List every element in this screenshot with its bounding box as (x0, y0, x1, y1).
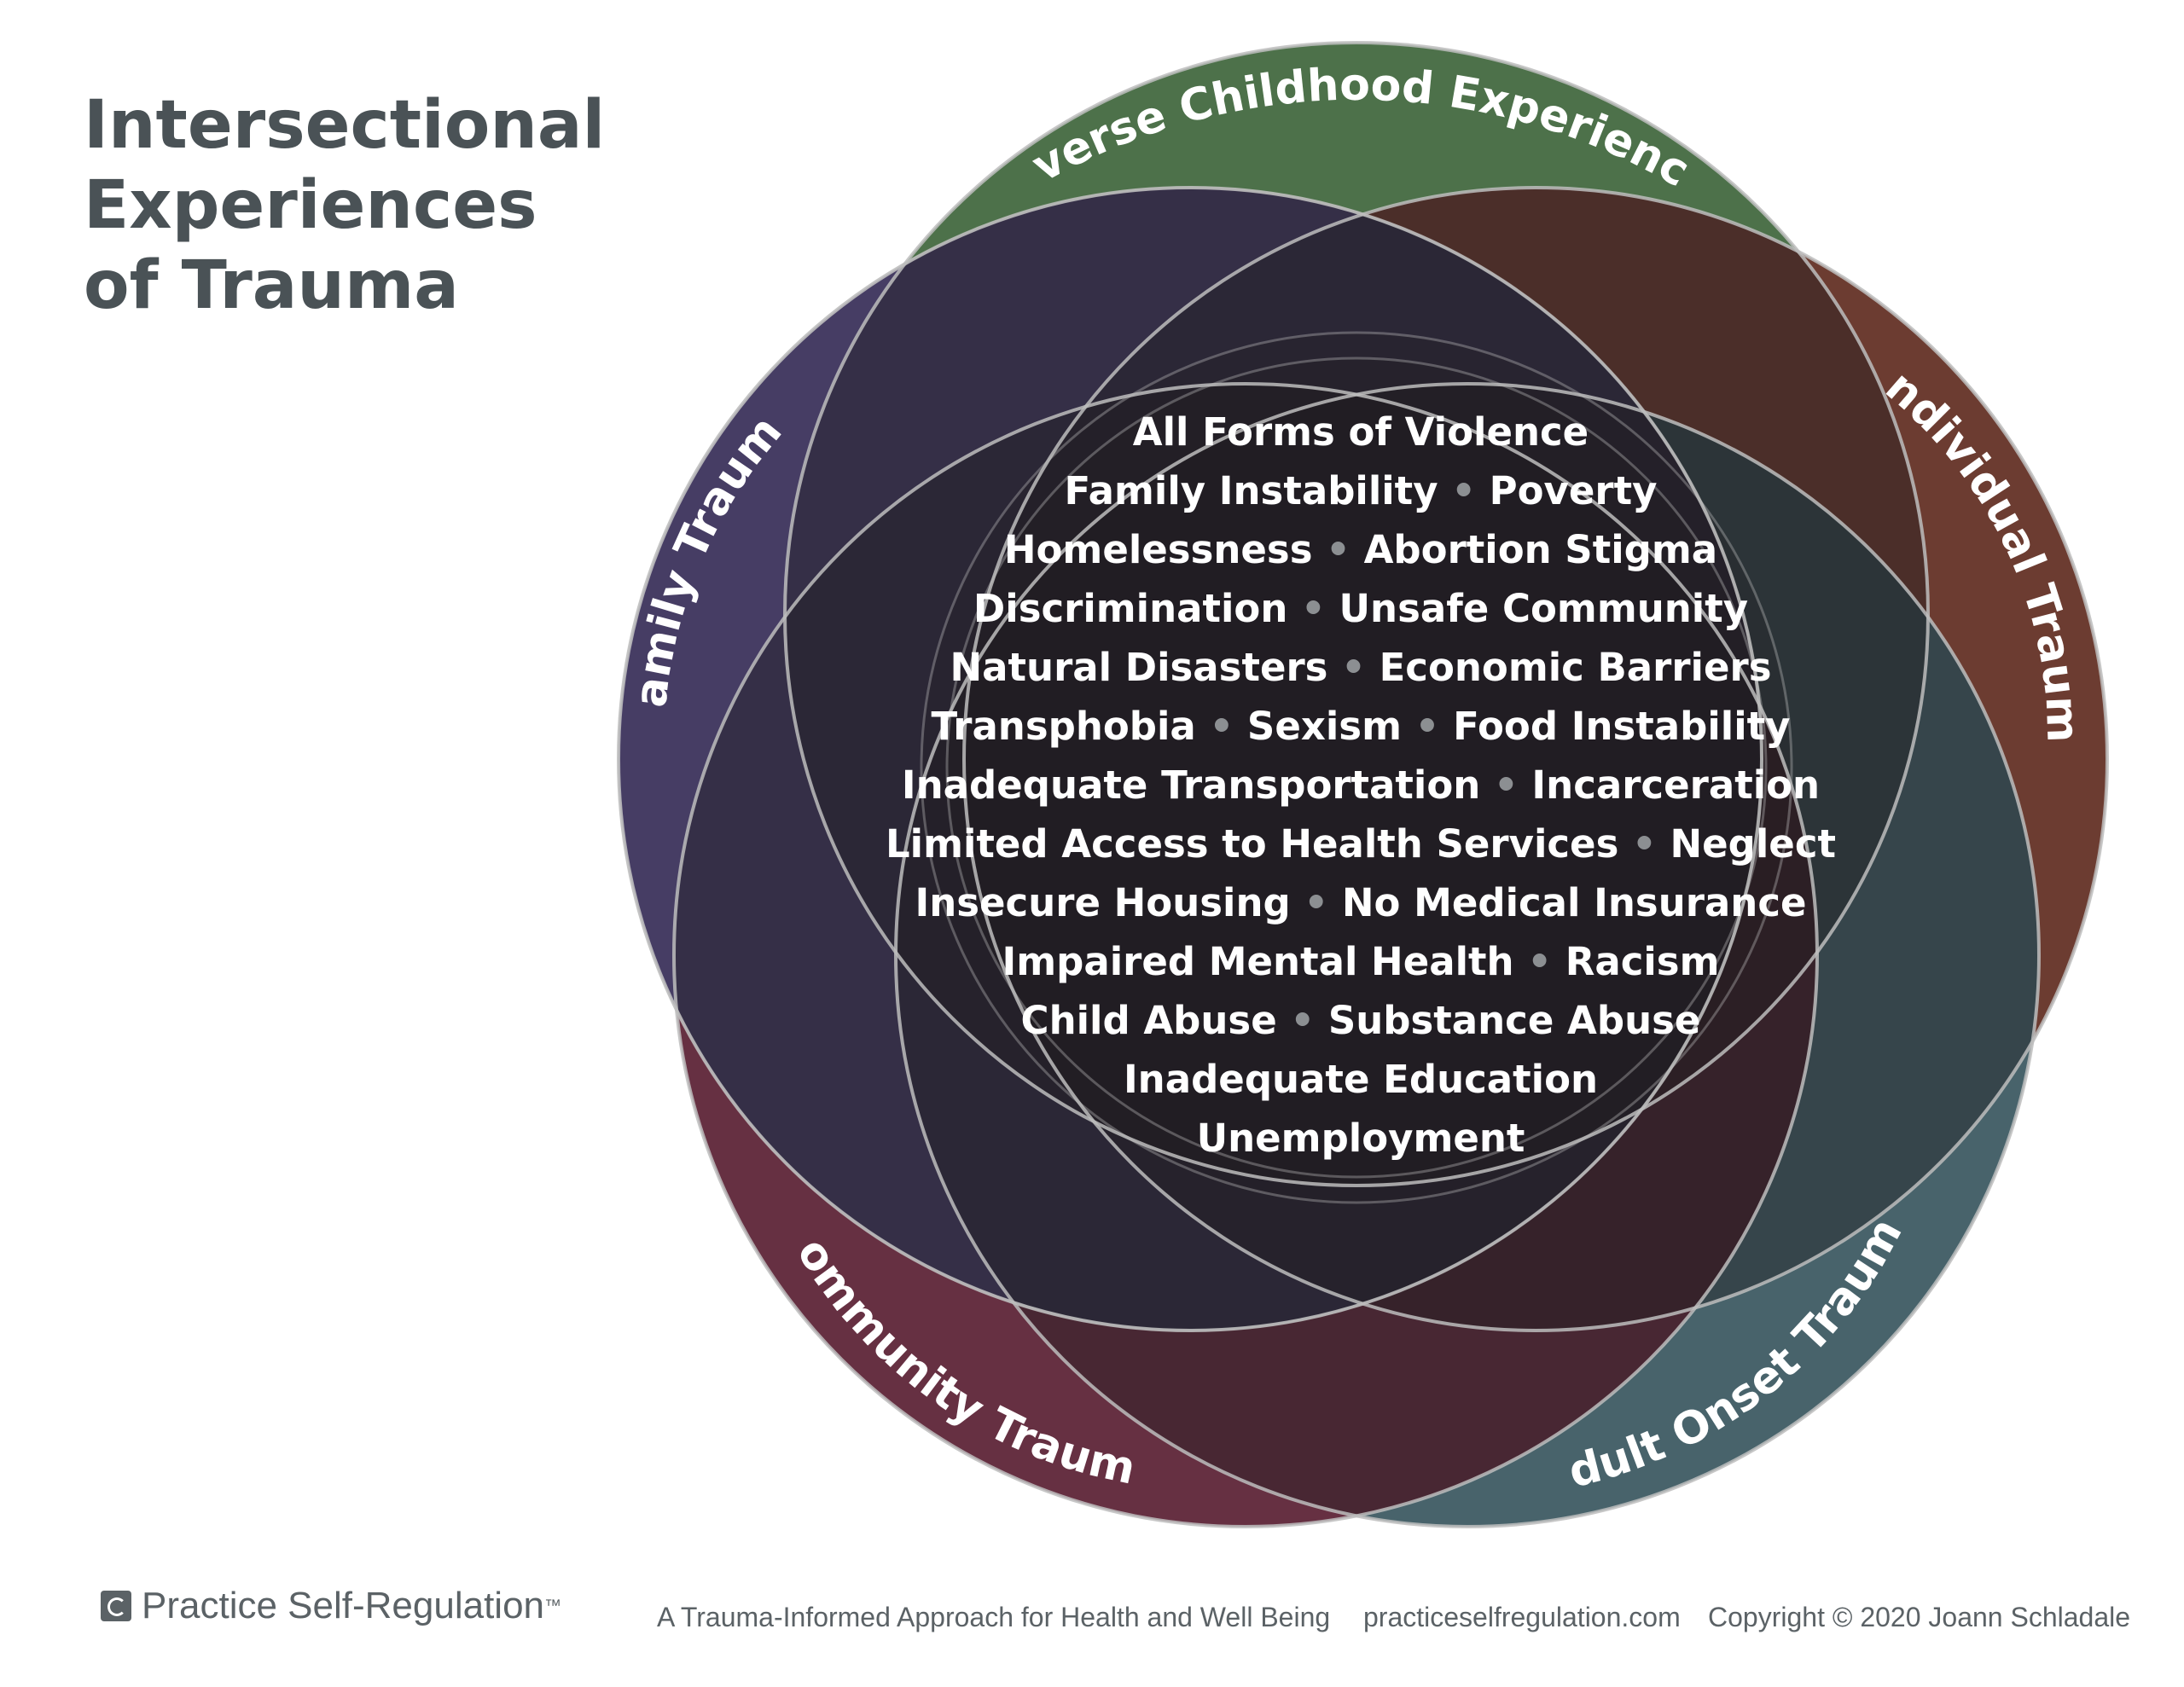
center-item-line: Natural Disasters • Economic Barriers (950, 645, 1772, 690)
center-item: Insecure Housing (915, 880, 1290, 925)
center-item: All Forms of Violence (1133, 409, 1589, 455)
center-item: Transphobia (932, 704, 1196, 749)
bullet-separator: • (1480, 762, 1531, 808)
ring-outline-comm (672, 382, 1819, 1528)
center-item: Natural Disasters (950, 645, 1328, 690)
center-item-line: Child Abuse • Substance Abuse (1021, 998, 1701, 1043)
title-line-1: Intersectional (84, 87, 606, 164)
page-title: Intersectional Experiences of Trauma (84, 85, 605, 326)
ring-outline-adult (894, 382, 2041, 1528)
center-item-line: Limited Access to Health Services • Negl… (886, 821, 1836, 867)
center-item: Discrimination (973, 586, 1287, 631)
ring-outline-fam (617, 186, 1763, 1332)
inner-circles (617, 186, 1793, 1332)
center-item: Child Abuse (1021, 998, 1277, 1043)
center-item: Neglect (1670, 821, 1836, 867)
center-item: Incarceration (1531, 762, 1820, 808)
title-line-2: Experiences (84, 167, 537, 244)
center-item-line: Discrimination • Unsafe Community (973, 586, 1748, 631)
ring-outline-indv (962, 186, 2109, 1332)
bullet-separator: • (1196, 704, 1247, 749)
bullet-separator: • (1313, 527, 1364, 572)
overlap-indv (964, 188, 2107, 1330)
overlap-comm (674, 384, 1817, 1527)
center-item-line: All Forms of Violence (1133, 409, 1589, 455)
center-item-line: Inadequate Education (1124, 1057, 1598, 1102)
bullet-separator: • (1277, 998, 1328, 1043)
inner-circle-3 (945, 357, 1768, 1179)
center-item: Substance Abuse (1328, 998, 1701, 1043)
bullet-separator: • (1514, 939, 1565, 984)
center-item: Economic Barriers (1380, 645, 1772, 690)
center-item: Poverty (1490, 468, 1658, 513)
bullet-separator: • (1327, 645, 1379, 690)
ring-label-fam: Family Trauma (0, 0, 792, 710)
center-item: Inadequate Transportation (902, 762, 1480, 808)
center-item-line: Homelessness • Abortion Stigma (1004, 527, 1717, 572)
center-item: Unsafe Community (1339, 586, 1749, 631)
inner-circle-2 (920, 331, 1793, 1204)
center-item: Homelessness (1004, 527, 1313, 572)
center-item: Impaired Mental Health (1002, 939, 1514, 984)
footer-website[interactable]: practiceselfregulation.com (1363, 1602, 1681, 1632)
bullet-separator: • (1402, 704, 1453, 749)
center-item: Racism (1565, 939, 1720, 984)
title-line-3: of Trauma (84, 247, 459, 324)
center-item: Unemployment (1197, 1116, 1525, 1161)
footer-tagline: A Trauma-Informed Approach for Health an… (657, 1602, 1331, 1632)
center-item: Family Instability (1065, 468, 1438, 513)
ring-outline-acef (783, 41, 1930, 1187)
bullet-separator: • (1291, 880, 1342, 925)
bullet-separator: • (1618, 821, 1670, 867)
center-item-line: Family Instability • Poverty (1065, 468, 1658, 513)
center-item: Food Instability (1453, 704, 1790, 749)
center-item: Limited Access to Health Services (886, 821, 1618, 867)
center-item-line: Unemployment (1197, 1116, 1525, 1161)
footer-copyright: Copyright © 2020 Joann Schladale (1708, 1602, 2131, 1632)
bullet-separator: • (1438, 468, 1490, 513)
trademark: ™ (544, 1596, 562, 1615)
center-item-line: Insecure Housing • No Medical Insurance (915, 880, 1806, 925)
bullet-separator: • (1287, 586, 1339, 631)
center-item: Abortion Stigma (1364, 527, 1718, 572)
ring-outlines (617, 41, 2109, 1528)
center-item: Inadequate Education (1124, 1057, 1598, 1102)
brand-logo-icon (101, 1591, 131, 1621)
center-item-line: Transphobia • Sexism • Food Instability (932, 704, 1791, 749)
center-item-line: Inadequate Transportation • Incarceratio… (902, 762, 1820, 808)
overlap-acef (785, 43, 1928, 1186)
center-item: Sexism (1247, 704, 1402, 749)
center-item: No Medical Insurance (1342, 880, 1807, 925)
center-item-line: Impaired Mental Health • Racism (1002, 939, 1720, 984)
brand-name: Practice Self-Regulation (142, 1585, 545, 1626)
